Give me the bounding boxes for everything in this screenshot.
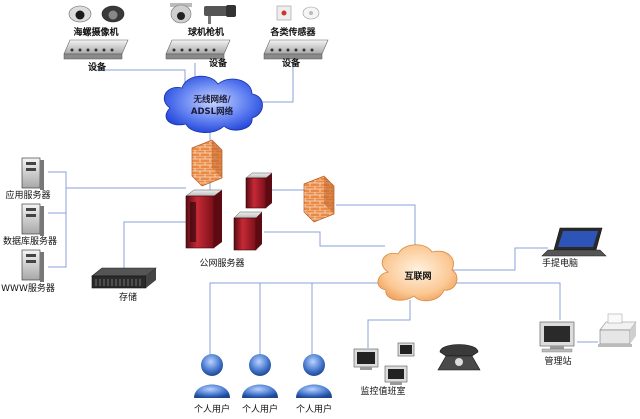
user-icon-1 (194, 354, 230, 398)
public-server-icon (185, 172, 273, 251)
connection-lines (48, 63, 598, 360)
sensor-icon (276, 5, 320, 21)
user-2-label: 个人用户 (242, 403, 278, 415)
link-storage (123, 221, 186, 270)
laptop-label: 手提电脑 (542, 257, 578, 269)
mgmt-station-icon (539, 321, 575, 353)
public-server-label: 公网服务器 (199, 257, 244, 269)
user-icon-3 (296, 354, 332, 398)
conch-camera-icon (68, 5, 125, 23)
storage-label: 存储 (119, 291, 137, 303)
db-server-label: 数据库服务器 (3, 235, 57, 247)
bullet-camera-icon (204, 5, 236, 24)
user-1-label: 个人用户 (194, 403, 230, 415)
storage-icon (91, 267, 157, 289)
app-server-label: 应用服务器 (5, 189, 50, 201)
device-box-2 (165, 39, 231, 60)
wireless-label-2: ADSL网络 (191, 106, 234, 117)
conch-camera-label: 海螺摄像机 (73, 26, 118, 38)
link-device3-cloud (258, 63, 294, 103)
telephone-icon (437, 344, 481, 371)
firewall-icon-1 (191, 139, 223, 187)
link-device1-cloud (94, 63, 186, 88)
link-internet-mgmt (450, 282, 561, 320)
wireless-cloud (163, 75, 263, 133)
link-publicserver-internet (264, 231, 385, 247)
app-server-icon (21, 157, 44, 190)
device-3-label: 设备 (282, 57, 301, 69)
sensors-label: 各类传感器 (269, 26, 316, 38)
www-server-icon (21, 249, 44, 282)
laptop-icon (541, 227, 607, 257)
link-internet-laptop (450, 247, 548, 271)
dome-camera-label: 球机枪机 (188, 26, 224, 38)
link-servers-bus (48, 171, 186, 268)
user-icon-2 (242, 354, 278, 398)
wireless-label-1: 无线网络/ (192, 94, 231, 105)
mgmt-station-label: 管理站 (544, 355, 571, 367)
link-firewall2-internet (336, 204, 416, 258)
dome-camera-icon (170, 3, 192, 24)
internet-cloud (377, 244, 458, 302)
link-internet-monitor (367, 300, 411, 348)
user-3-label: 个人用户 (296, 403, 332, 415)
device-box-1 (63, 39, 129, 60)
link-internet-users (209, 282, 388, 360)
device-2-label: 设备 (209, 57, 228, 69)
device-1-label: 设备 (88, 61, 107, 73)
printer-icon (598, 313, 637, 347)
device-box-3 (263, 39, 329, 60)
firewall-icon-2 (303, 175, 335, 223)
monitor-room-label: 监控值班室 (360, 385, 405, 397)
www-server-label: WWW服务器 (1, 282, 55, 294)
monitor-room-icon (353, 342, 415, 385)
internet-label: 互联网 (404, 270, 431, 282)
db-server-icon (21, 203, 44, 236)
